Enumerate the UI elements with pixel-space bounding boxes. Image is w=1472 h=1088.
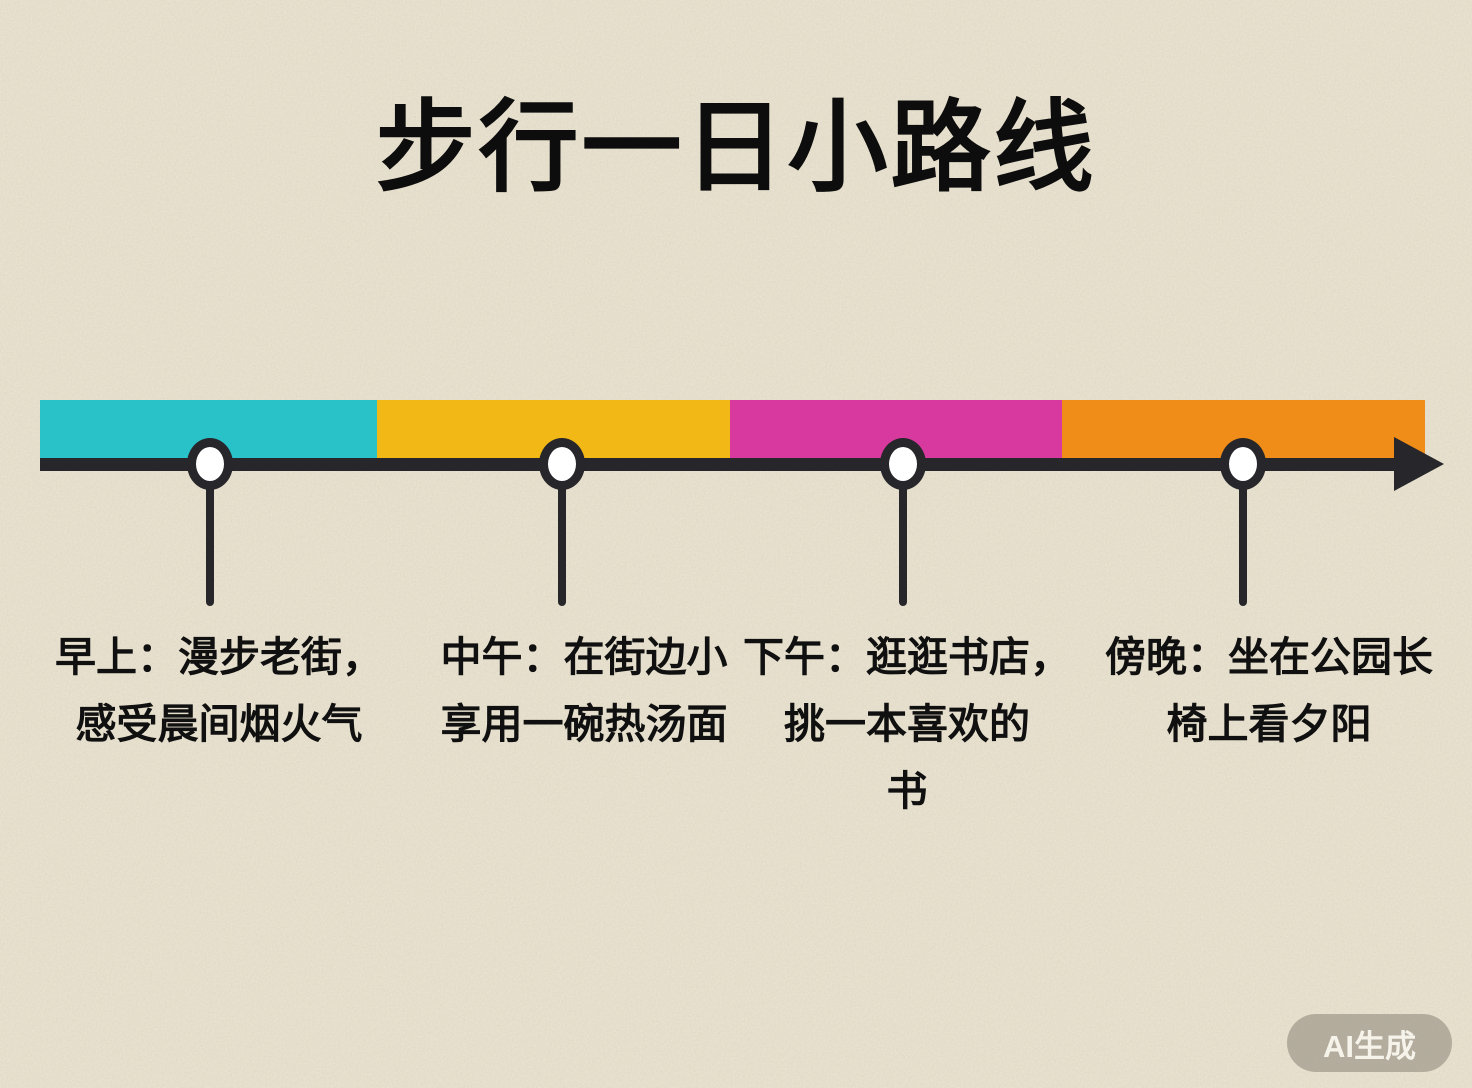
stop-label-evening: 傍晚：坐在公园长 椅上看夕阳 (1077, 624, 1461, 758)
stop-label-line: 挑一本喜欢的 (784, 701, 1030, 747)
marker-stem (899, 487, 907, 606)
stop-label-line: 书 (886, 768, 928, 814)
stop-label-line: 椅上看夕阳 (1166, 701, 1372, 747)
timeline-arrowhead-icon (1394, 437, 1444, 491)
marker-stem (206, 487, 214, 606)
marker-circle-icon (187, 438, 233, 490)
marker-stem (558, 487, 566, 606)
timeline-bar (40, 400, 1425, 460)
page-title: 步行一日小路线 (375, 92, 1097, 204)
marker-circle-icon (539, 438, 585, 490)
timeline-axis-line (40, 458, 1396, 471)
ai-generated-badge: AI生成 (1287, 1014, 1452, 1072)
stop-label-line: 傍晚：坐在公园长 (1105, 634, 1433, 680)
marker-stem (1239, 487, 1247, 606)
marker-circle-icon (880, 438, 926, 490)
stop-label-morning: 早上：漫步老街， 感受晨间烟火气 (27, 624, 411, 758)
stop-label-line: 感受晨间烟火气 (75, 701, 363, 747)
stop-label-line: 早上：漫步老街， (55, 634, 383, 680)
stop-label-line: 下午：逛逛书店， (743, 634, 1071, 680)
stop-label-afternoon: 下午：逛逛书店， 挑一本喜欢的 书 (715, 624, 1099, 825)
marker-circle-icon (1220, 438, 1266, 490)
